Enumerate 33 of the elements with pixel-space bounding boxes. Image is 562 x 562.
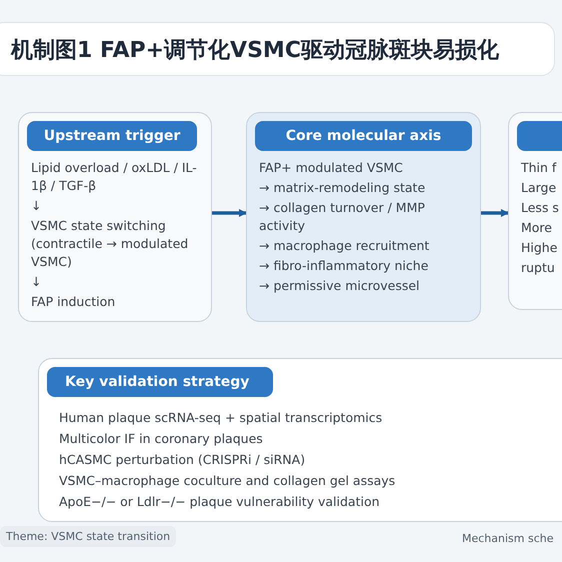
item-text: Highe [521,239,558,257]
arrow [481,209,509,217]
header-bar: Key validation strategy [47,367,273,397]
process-box [38,358,562,522]
header-bar: Upstream trigger [27,121,197,151]
process-box [18,112,212,322]
item-text: → collagen turnover / MMP activity [259,199,426,235]
item-text: Thin f [521,159,558,177]
item-text: → macrophage recruitment [259,237,430,255]
item-text: → permissive microvessel [259,277,421,295]
item-text: ruptu [521,259,556,277]
item-text: Lipid overload / oxLDL / IL-1β / TGF-β [31,159,198,195]
item-text: ↓ [31,197,42,215]
item-text: Less s [521,199,560,217]
title-text: 机制图1 FAP+调节化VSMC驱动冠脉斑块易损化 [11,37,499,65]
item-text: FAP induction [31,293,116,311]
item-text: More [521,219,553,237]
item-text: Human plaque scRNA-seq + spatial transcriptomics [59,409,384,427]
header-bar: Core molecular axis [255,121,472,151]
item-text: ApoE−/− or Ldlr−/− plaque vulnerability validation [59,493,381,511]
item-text: Large [521,179,558,197]
item-text: ↓ [31,273,42,291]
item-text: VSMC state switching (contractile → modulated VSMC) [31,217,190,271]
footer-note: Mechanism sche [462,532,554,545]
process-box [246,112,481,322]
theme-tag: Theme: VSMC state transition [0,526,176,547]
item-text: FAP+ modulated VSMC [259,159,404,177]
item-text: → matrix-remodeling state [259,179,426,197]
arrow [212,209,247,217]
item-text: VSMC–macrophage coculture and collagen gel assays [59,472,396,490]
item-text: hCASMC perturbation (CRISPRi / siRNA) [59,451,306,469]
item-text: → fibro-inflammatory niche [259,257,430,275]
item-text: Multicolor IF in coronary plaques [59,430,264,448]
